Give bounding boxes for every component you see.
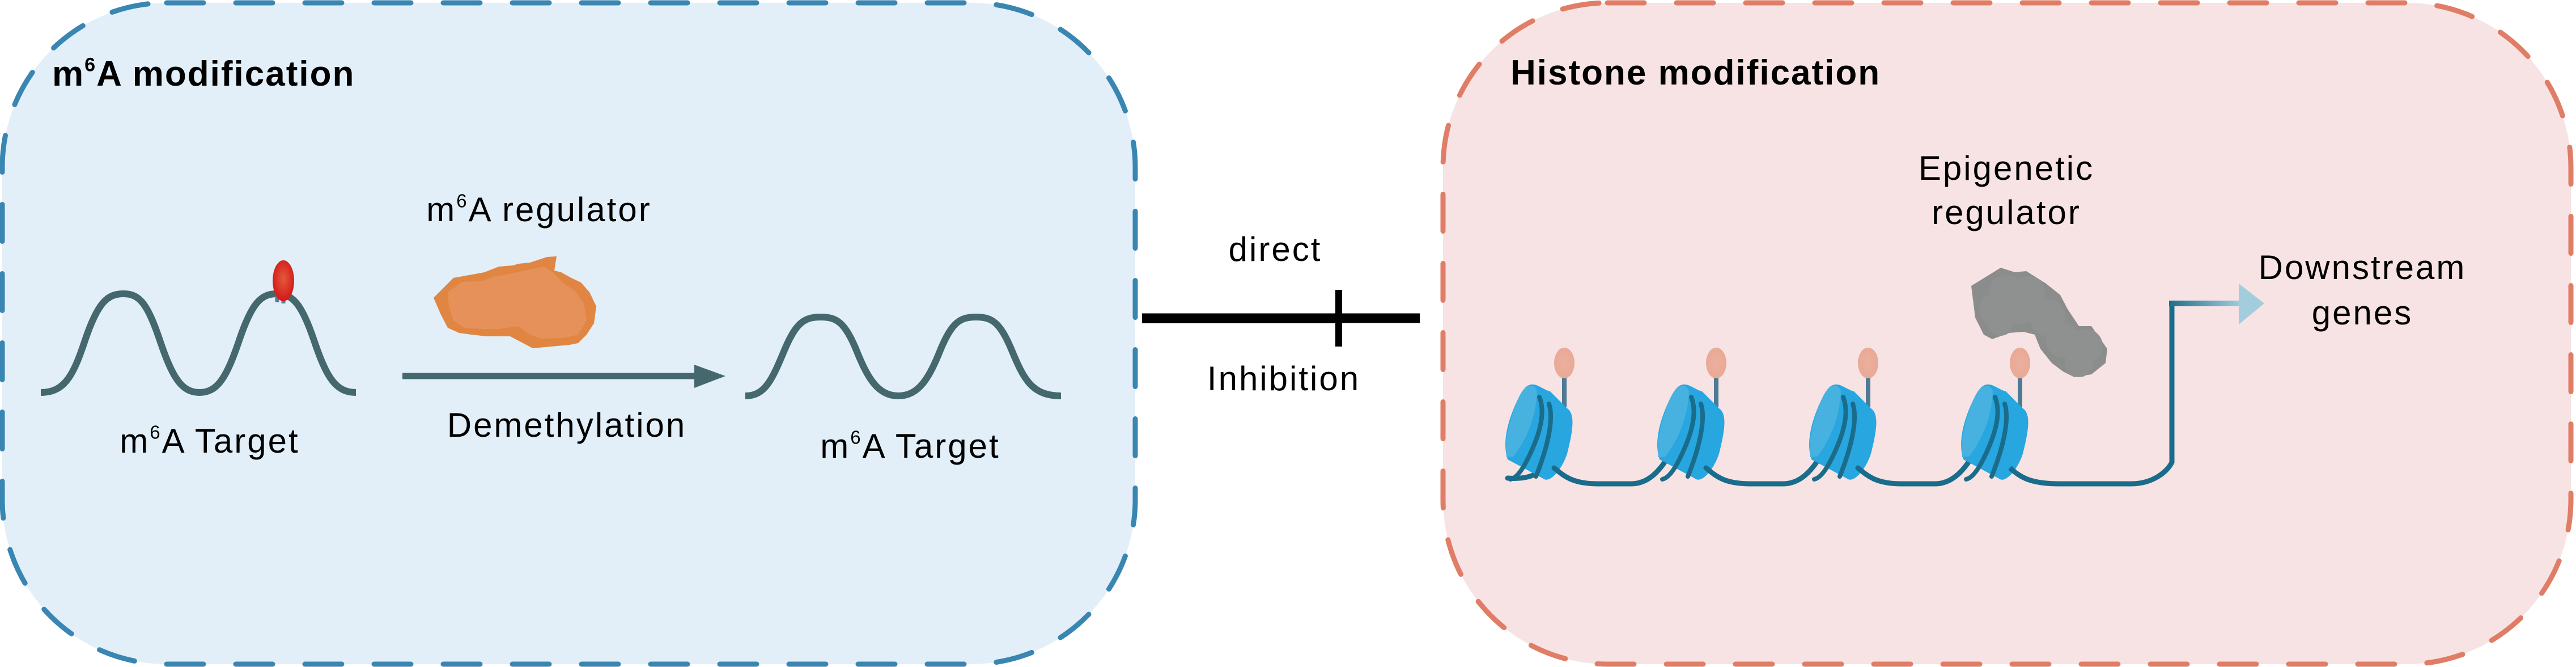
dna-wrap: [1508, 395, 1544, 482]
dna-wrap: [1837, 402, 1857, 479]
histone-disc-face: [1506, 386, 1537, 457]
methylated-rna-icon: [40, 260, 357, 396]
dna-linker: [1551, 454, 1671, 487]
histone-mark-icon: [1706, 348, 1726, 378]
direct-label: direct: [1228, 230, 1322, 268]
nucleosome-icon: [1657, 348, 1726, 482]
regulator-suffix: A regulator: [468, 191, 652, 229]
transcription-arrow-shaft: [2169, 301, 2243, 306]
dna-wrap: [1964, 395, 2000, 482]
nucleosome-icon: [1809, 348, 1878, 482]
m6a-regulator-label: m6A regulator: [426, 190, 652, 229]
histone-mark-icon: [1858, 348, 1878, 378]
title-superscript: 6: [84, 54, 97, 76]
histone-mark-icon: [1554, 348, 1575, 378]
dna-wrap: [1686, 402, 1705, 479]
rna-wave-source: [40, 290, 357, 396]
m6a-regulator-protein-icon: [434, 256, 596, 348]
dna-tail-right: [2008, 303, 2175, 487]
histone-disc-face: [1658, 386, 1689, 457]
regulator-superscript: 6: [456, 190, 469, 212]
m6a-modification-panel: [0, 0, 1138, 667]
title-m: m: [52, 54, 85, 94]
title-suffix: A modification: [96, 54, 355, 94]
product-target-suffix: A Target: [862, 427, 1000, 465]
epigenetic-regulator-protein-icon: [1971, 268, 2107, 377]
histone-mark-icon: [2010, 348, 2030, 378]
dna-wrap: [1660, 395, 1696, 482]
dna-wrap: [1812, 395, 1848, 482]
epigenetic-regulator-label: Epigenetic regulator: [1919, 146, 2094, 235]
source-target-label: m6A Target: [120, 421, 299, 461]
nucleosome-icon: [1505, 348, 1575, 482]
histone-disc-face: [1810, 386, 1841, 457]
source-target-m: m: [120, 422, 150, 460]
direct-inhibition-connector: [1142, 290, 1420, 347]
downstream-genes-line2: genes: [2311, 294, 2413, 332]
downstream-genes-line1: Downstream: [2258, 248, 2467, 286]
inhibition-label: Inhibition: [1207, 360, 1361, 398]
methyl-mark-icon: [273, 260, 294, 301]
downstream-genes-label: Downstream genes: [2259, 245, 2467, 336]
dna-wrap: [1534, 402, 1554, 479]
epigenetic-regulator-line1: Epigenetic: [1918, 149, 2095, 187]
product-target-label: m6A Target: [820, 427, 1000, 466]
rna-wave-product: [745, 313, 1062, 400]
regulator-m: m: [426, 191, 457, 229]
m6a-panel-title: m6A modification: [52, 54, 355, 94]
nucleosome-icon: [1961, 348, 2030, 482]
product-target-m: m: [820, 427, 851, 465]
dna-linker: [1855, 454, 1975, 487]
histone-disc-face: [1962, 386, 1993, 457]
histone-panel-title: Histone modification: [1510, 53, 1881, 92]
demethylation-arrow: [402, 365, 725, 388]
dna-wrap: [1989, 402, 2009, 479]
source-target-superscript: 6: [150, 421, 162, 443]
transcription-arrow-head: [2239, 284, 2264, 324]
product-target-superscript: 6: [850, 427, 863, 448]
source-target-suffix: A Target: [162, 422, 300, 460]
demethylation-label: Demethylation: [447, 406, 687, 444]
epigenetic-regulator-line2: regulator: [1932, 193, 2081, 231]
dna-linker: [1703, 454, 1823, 487]
